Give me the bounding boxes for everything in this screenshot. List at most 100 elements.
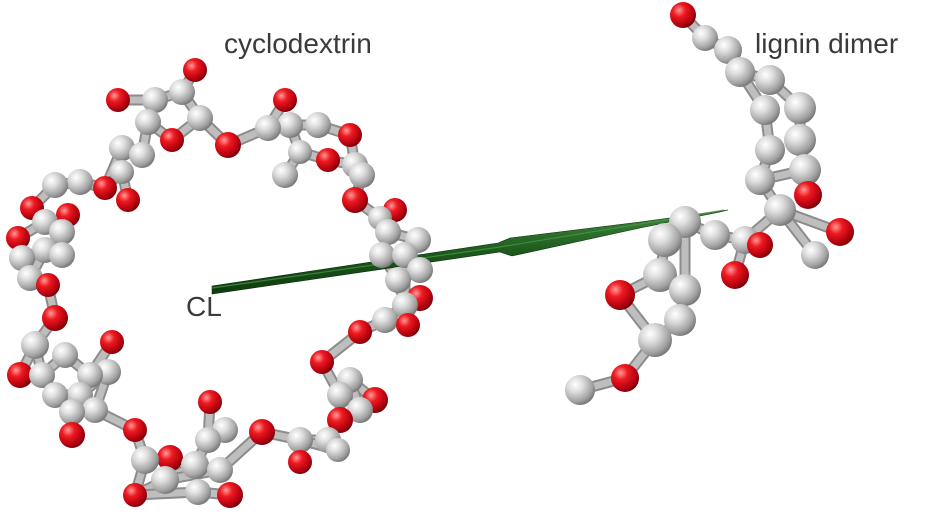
- cyclodextrin-carbon-atom: [142, 87, 168, 113]
- cyclodextrin-carbon-atom: [277, 112, 303, 138]
- cyclodextrin-carbon-atom: [42, 382, 68, 408]
- cyclodextrin-carbon-atom: [287, 427, 313, 453]
- lignin-carbon-atom: [784, 124, 816, 156]
- cyclodextrin-oxygen-atom: [348, 320, 372, 344]
- cyclodextrin-carbon-atom: [327, 382, 353, 408]
- lignin-carbon-atom: [669, 274, 701, 306]
- cyclodextrin-carbon-atom: [29, 362, 55, 388]
- cyclodextrin-carbon-atom: [407, 257, 433, 283]
- cyclodextrin-carbon-atom: [392, 292, 418, 318]
- cl-centroid-label: CL: [186, 291, 222, 322]
- lignin-carbon-atom: [745, 165, 775, 195]
- cyclodextrin-carbon-atom: [369, 242, 395, 268]
- cyclodextrin-carbon-atom: [187, 105, 213, 131]
- cyclodextrin-carbon-atom: [349, 162, 375, 188]
- lignin-carbon-atom: [565, 375, 595, 405]
- cyclodextrin-oxygen-atom: [217, 482, 243, 508]
- cyclodextrin-oxygen-atom: [183, 58, 207, 82]
- cyclodextrin-oxygen-atom: [316, 148, 340, 172]
- lignin-carbon-atom: [784, 92, 816, 124]
- lignin-oxygen-atom: [721, 261, 749, 289]
- cyclodextrin-oxygen-atom: [273, 88, 297, 112]
- cyclodextrin-carbon-atom: [42, 172, 68, 198]
- cyclodextrin-carbon-atom: [272, 162, 298, 188]
- cyclodextrin-oxygen-atom: [288, 450, 312, 474]
- cyclodextrin-oxygen-atom: [6, 226, 30, 250]
- lignin-oxygen-atom: [605, 280, 635, 310]
- cyclodextrin-carbon-atom: [110, 160, 134, 184]
- cyclodextrin-oxygen-atom: [157, 445, 183, 471]
- cyclodextrin-carbon-atom: [375, 219, 401, 245]
- cyclodextrin-oxygen-atom: [123, 418, 147, 442]
- cyclodextrin-carbon-atom: [372, 307, 398, 333]
- cyclodextrin-carbon-atom: [169, 79, 195, 105]
- cyclodextrin-carbon-atom: [181, 451, 209, 479]
- cyclodextrin-oxygen-atom: [310, 350, 334, 374]
- cyclodextrin-carbon-atom: [207, 457, 233, 483]
- lignin-carbon-atom: [755, 65, 785, 95]
- lignin-carbon-atom: [755, 135, 785, 165]
- lignin-oxygen-atom: [670, 2, 696, 28]
- cyclodextrin-carbon-atom: [131, 446, 159, 474]
- cyclodextrin-oxygen-atom: [198, 390, 222, 414]
- cyclodextrin-carbon-atom: [9, 245, 35, 271]
- cyclodextrin-oxygen-atom: [36, 273, 60, 297]
- atom-layer: [6, 2, 854, 508]
- cyclodextrin-carbon-atom: [255, 115, 281, 141]
- cyclodextrin-oxygen-atom: [7, 362, 33, 388]
- cyclodextrin-carbon-atom: [67, 169, 93, 195]
- lignin-oxygen-atom: [826, 218, 854, 246]
- cyclodextrin-oxygen-atom: [42, 305, 68, 331]
- cyclodextrin-carbon-atom: [52, 342, 78, 368]
- cyclodextrin-carbon-atom: [49, 219, 75, 245]
- cyclodextrin-oxygen-atom: [215, 132, 241, 158]
- lignin-carbon-atom: [725, 57, 755, 87]
- cyclodextrin-carbon-atom: [288, 140, 312, 164]
- lignin-carbon-atom: [692, 25, 718, 51]
- cyclodextrin-carbon-atom: [77, 362, 103, 388]
- cyclodextrin-oxygen-atom: [327, 407, 353, 433]
- lignin-carbon-atom: [801, 241, 829, 269]
- cyclodextrin-oxygen-atom: [59, 422, 85, 448]
- cyclodextrin-oxygen-atom: [249, 419, 275, 445]
- lignin-carbon-atom: [648, 223, 682, 257]
- cyclodextrin-carbon-atom: [109, 135, 135, 161]
- lignin-carbon-atom: [789, 154, 821, 186]
- cyclodextrin-carbon-atom: [326, 438, 350, 462]
- lignin-carbon-atom: [750, 95, 780, 125]
- cyclodextrin-label: cyclodextrin: [224, 28, 372, 59]
- lignin-carbon-atom: [700, 220, 730, 250]
- lignin-oxygen-atom: [794, 181, 822, 209]
- cyclodextrin-oxygen-atom: [93, 176, 117, 200]
- cyclodextrin-carbon-atom: [185, 479, 211, 505]
- cyclodextrin-oxygen-atom: [338, 123, 362, 147]
- lignin-carbon-atom: [643, 258, 677, 292]
- cyclodextrin-oxygen-atom: [160, 128, 184, 152]
- lignin-carbon-atom: [714, 36, 742, 64]
- cyclodextrin-carbon-atom: [305, 112, 331, 138]
- cyclodextrin-oxygen-atom: [123, 483, 147, 507]
- lignin-oxygen-atom: [747, 232, 773, 258]
- cyclodextrin-carbon-atom: [129, 142, 155, 168]
- cyclodextrin-carbon-atom: [151, 466, 179, 494]
- cyclodextrin-oxygen-atom: [396, 313, 420, 337]
- cyclodextrin-carbon-atom: [195, 427, 221, 453]
- cyclodextrin-carbon-atom: [49, 242, 75, 268]
- lignin-carbon-atom: [664, 304, 696, 336]
- cyclodextrin-oxygen-atom: [100, 330, 124, 354]
- cyclodextrin-carbon-atom: [82, 397, 108, 423]
- lignin-dimer-label: lignin dimer: [755, 28, 899, 59]
- cyclodextrin-carbon-atom: [21, 331, 49, 359]
- lignin-carbon-atom: [638, 323, 672, 357]
- cyclodextrin-carbon-atom: [385, 267, 411, 293]
- cyclodextrin-oxygen-atom: [106, 88, 130, 112]
- lignin-oxygen-atom: [611, 364, 639, 392]
- cyclodextrin-carbon-atom: [135, 109, 161, 135]
- cyclodextrin-carbon-atom: [59, 399, 85, 425]
- lignin-carbon-atom: [764, 194, 796, 226]
- cyclodextrin-carbon-atom: [347, 397, 373, 423]
- cyclodextrin-oxygen-atom: [116, 188, 140, 212]
- cyclodextrin-oxygen-atom: [342, 187, 368, 213]
